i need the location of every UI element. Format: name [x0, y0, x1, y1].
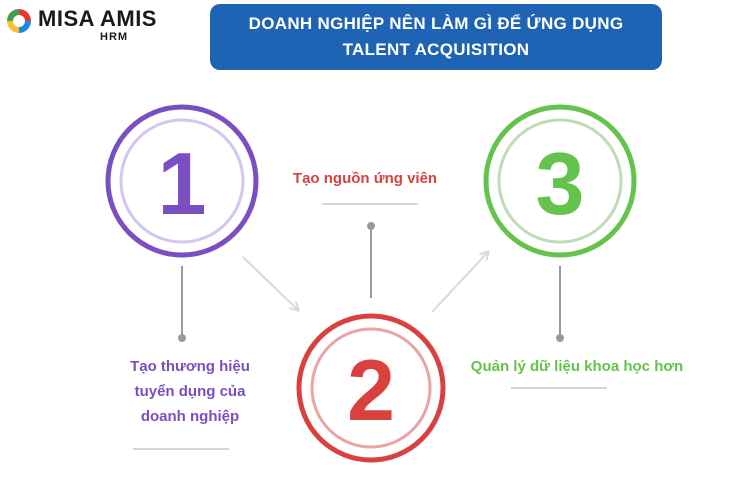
- step-1-label-line: doanh nghiệp: [140, 408, 240, 425]
- step-1-number: 1: [158, 134, 207, 233]
- step-3-label: Quản lý dữ liệu khoa học hơn: [470, 358, 684, 375]
- logo-brand-text: MISA AMIS: [38, 6, 157, 31]
- step-3-number: 3: [536, 134, 585, 233]
- arrow-1-to-2: [242, 256, 298, 310]
- step-2-number: 2: [347, 343, 395, 439]
- misa-amis-logo: MISA AMIS HRM: [4, 4, 164, 50]
- logo-sub-text: HRM: [100, 31, 129, 43]
- step-3-connector: [556, 266, 564, 342]
- step-1-circle: 1: [105, 104, 259, 258]
- step-1-label-line: tuyển dụng của: [134, 383, 246, 400]
- arrow-2-to-3: [431, 252, 488, 313]
- title-line-1: DOANH NGHIỆP NÊN LÀM GÌ ĐỂ ỨNG DỤNG: [248, 14, 624, 33]
- step-3-circle: 3: [483, 104, 637, 258]
- step-1-label-line: Tạo thương hiệu: [130, 358, 250, 375]
- step-1-label: Tạo thương hiệu tuyển dụng của doanh ngh…: [100, 354, 280, 429]
- misa-logo-icon: [7, 9, 31, 33]
- step-1-connector: [178, 266, 186, 342]
- step-2-circle: 2: [296, 313, 446, 463]
- step-2-connector: [367, 222, 375, 298]
- title-line-2: TALENT ACQUISITION: [342, 40, 530, 59]
- title-banner: DOANH NGHIỆP NÊN LÀM GÌ ĐỂ ỨNG DỤNG TALE…: [210, 4, 662, 70]
- step-2-label: Tạo nguồn ứng viên: [292, 170, 438, 187]
